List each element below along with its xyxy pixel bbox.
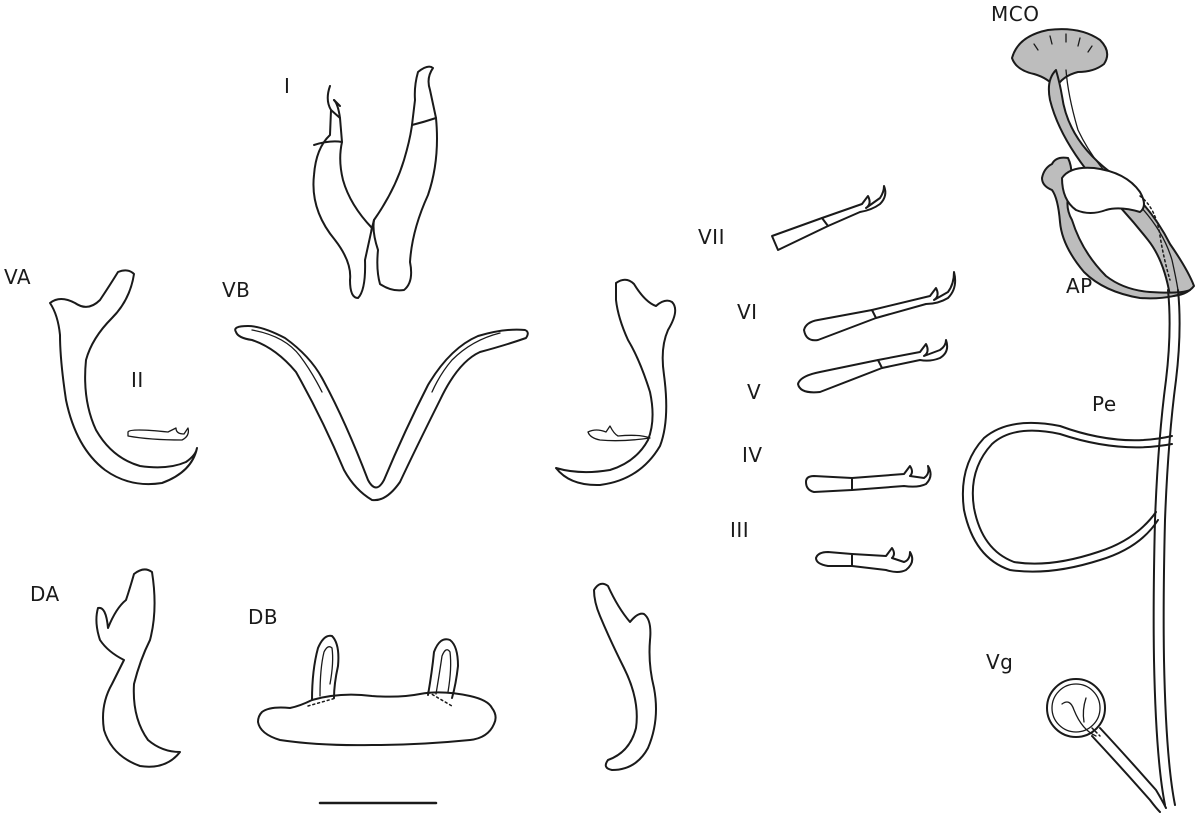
label-V: V — [747, 380, 762, 404]
label-Pe: Pe — [1092, 392, 1117, 416]
label-VA: VA — [4, 265, 32, 289]
hamuli-pair — [312, 65, 438, 299]
vagina — [1046, 678, 1167, 813]
label-VI: VI — [737, 300, 758, 324]
label-VB: VB — [222, 278, 251, 302]
hook-II-left — [127, 427, 190, 441]
label-MCO: MCO — [991, 2, 1040, 26]
label-IV: IV — [742, 443, 763, 467]
dorsal-anchor-left — [95, 568, 181, 768]
hook-V — [797, 339, 949, 394]
label-I: I — [284, 74, 291, 98]
label-III: III — [730, 518, 750, 542]
label-AP: AP — [1066, 274, 1093, 298]
ventral-bar — [234, 325, 529, 502]
dorsal-anchor-right — [593, 582, 657, 771]
label-Vg: Vg — [986, 650, 1014, 674]
ventral-anchor-left — [49, 269, 198, 486]
hook-II-right — [587, 425, 651, 442]
label-DB: DB — [248, 605, 279, 629]
hook-VI — [803, 271, 957, 342]
hook-VII — [771, 185, 887, 251]
ventral-anchor-right — [555, 278, 677, 487]
label-VII: VII — [698, 225, 725, 249]
label-II: II — [131, 368, 144, 392]
male-copulatory-organ — [961, 28, 1195, 806]
label-DA: DA — [30, 582, 60, 606]
dorsal-bar — [257, 634, 497, 747]
hook-III — [815, 547, 914, 573]
hook-IV — [805, 465, 932, 493]
